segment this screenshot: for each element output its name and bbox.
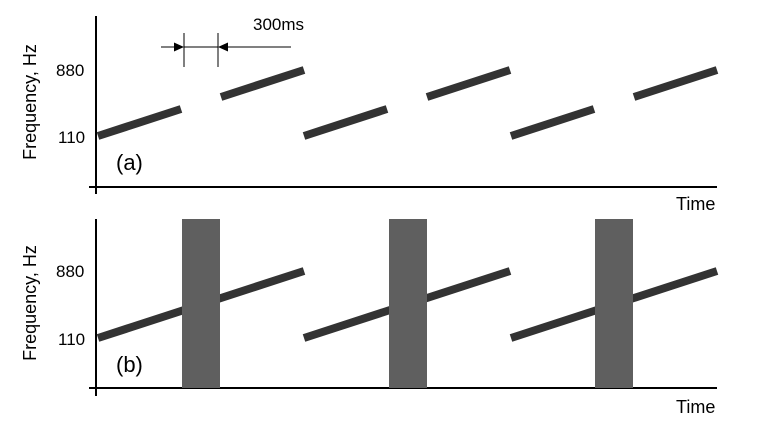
panel-b-gap-bar-2 [389, 219, 427, 388]
panel-b-gap-bar-3 [595, 219, 633, 388]
panel-b: Frequency, Hz 880 110 (b) Time [20, 219, 719, 417]
panel-a-xlabel: Time [676, 194, 715, 214]
panel-a-sweep-3-first-half [509, 105, 596, 140]
panel-b-gap-bar-1 [182, 219, 220, 388]
panel-a-label: (a) [116, 150, 143, 175]
panel-a-sweep-2-first-half [302, 105, 389, 140]
panel-b-label: (b) [116, 352, 143, 377]
panel-a-ylabel: Frequency, Hz [20, 44, 40, 160]
duration-right-arrowhead [218, 42, 228, 52]
panel-b-ylabel: Frequency, Hz [20, 245, 40, 361]
panel-a-sweep-2-second-half [425, 66, 512, 101]
panel-b-tick-880: 880 [56, 262, 84, 281]
panel-a-sweep-3-second-half [632, 66, 719, 101]
panel-a-sweep-1-second-half [219, 66, 306, 101]
panel-a: Frequency, Hz 880 110 (a) Time 300ms [20, 15, 719, 214]
duration-label: 300ms [253, 15, 304, 34]
duration-left-arrowhead [174, 42, 184, 52]
duration-annotation: 300ms [161, 15, 304, 67]
panel-b-xlabel: Time [676, 397, 715, 417]
panel-a-sweep-1-first-half [96, 105, 183, 140]
panel-b-tick-110: 110 [58, 330, 85, 349]
panel-a-tick-110: 110 [58, 128, 85, 147]
panel-a-tick-880: 880 [56, 61, 84, 80]
